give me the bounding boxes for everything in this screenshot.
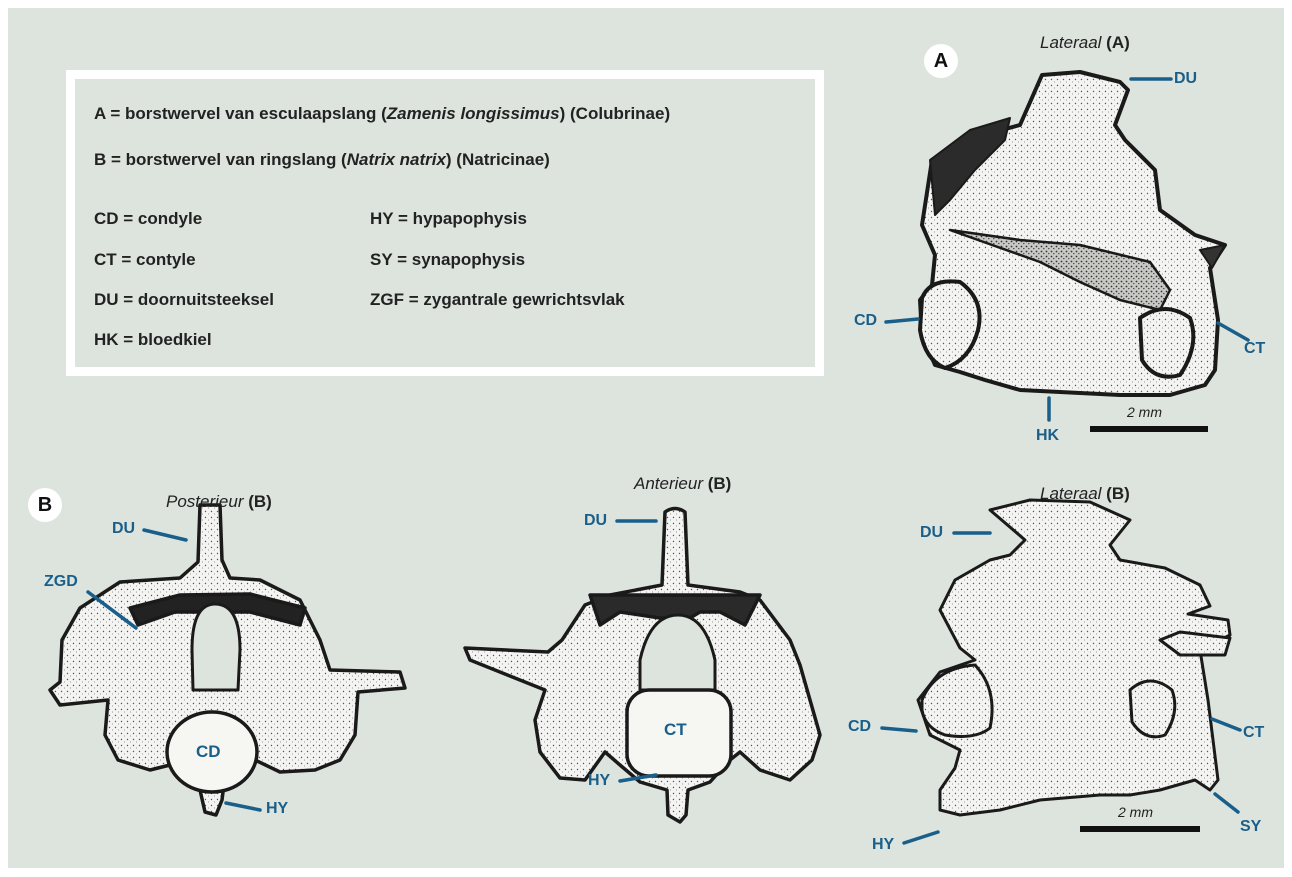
scale-label-b: 2 mm [1118,804,1153,820]
label-a-ct: CT [1244,340,1265,358]
label-lb-cd: CD [848,718,871,736]
label-a-hk: HK [1036,427,1059,445]
label-a-du: DU [1174,70,1197,88]
badge-a: A [924,44,958,78]
vertebra-b-anterior [465,509,820,823]
scale-bar-b [1080,826,1200,832]
label-lb-sy: SY [1240,818,1261,836]
scale-bar-a [1090,426,1208,432]
leader-lb-cd [882,728,916,731]
label-an-ct: CT [664,720,687,740]
view-title-anterior-b: Anterieur (B) [634,474,731,494]
vertebra-b-posterior [50,505,405,815]
view-title-lateral-a: Lateraal (A) [1040,33,1130,53]
vertebra-a-lateral [920,72,1225,395]
leader-a-ct [1218,323,1248,340]
label-p-du: DU [112,520,135,538]
leader-a-cd [886,319,918,322]
leader-p-du [144,530,186,540]
label-p-cd: CD [196,742,221,762]
leader-lb-sy [1215,794,1238,812]
label-lb-du: DU [920,524,943,542]
label-an-hy: HY [588,772,610,790]
view-title-lateral-b: Lateraal (B) [1040,484,1130,504]
label-p-zgd: ZGD [44,573,78,591]
label-lb-ct: CT [1243,724,1264,742]
leader-p-hy [226,803,260,810]
label-lb-hy: HY [872,836,894,854]
leader-lb-ct [1212,719,1240,730]
leader-lb-hy [904,832,938,843]
view-title-posterior-b: Posterieur (B) [166,492,272,512]
scale-label-a: 2 mm [1127,404,1162,420]
vertebra-b-lateral [918,500,1230,815]
label-p-hy: HY [266,800,288,818]
label-an-du: DU [584,512,607,530]
label-a-cd: CD [854,312,877,330]
badge-b: B [28,488,62,522]
